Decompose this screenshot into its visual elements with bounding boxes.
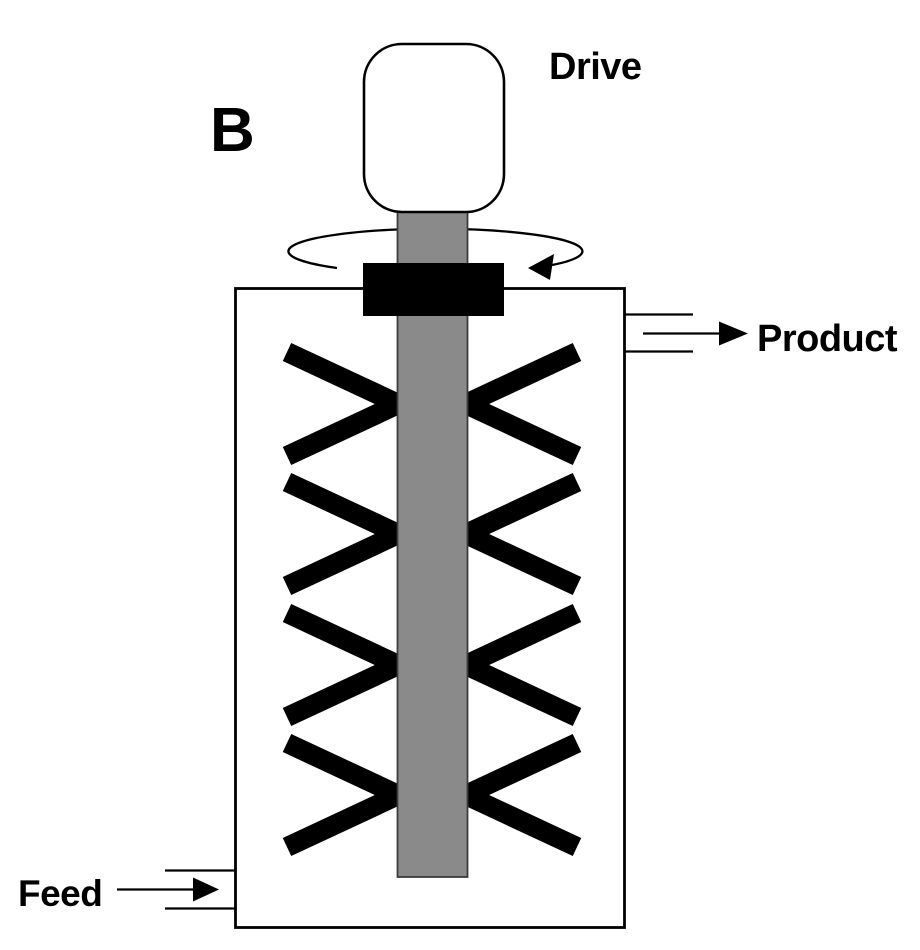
impeller-blade: [452, 651, 582, 727]
impeller-stage: [282, 472, 582, 596]
drive-label: Drive: [549, 46, 642, 88]
feed-label: Feed: [18, 873, 103, 914]
impeller-blade: [282, 651, 412, 727]
feed-flow-arrowhead-icon: [193, 877, 219, 902]
product-label: Product: [757, 318, 898, 360]
drive-motor: [362, 42, 506, 214]
product-outlet-pipe: [625, 313, 722, 353]
impeller-blade: [282, 520, 412, 596]
impeller-stage: [282, 342, 582, 466]
impeller-stage: [282, 733, 582, 857]
impeller-blade: [452, 781, 582, 857]
feed-inlet-pipe: [117, 869, 236, 910]
shaft-seal-bearing: [363, 263, 504, 316]
product-flow-arrowhead-icon: [719, 321, 748, 346]
impeller-stage: [282, 603, 582, 727]
impeller-blade: [452, 390, 582, 466]
impeller-blade: [282, 781, 412, 857]
impeller-blade: [282, 390, 412, 466]
impeller-blade: [452, 520, 582, 596]
rotation-arrowhead-icon: [528, 254, 554, 280]
diagram-variant-label: B: [210, 96, 255, 165]
